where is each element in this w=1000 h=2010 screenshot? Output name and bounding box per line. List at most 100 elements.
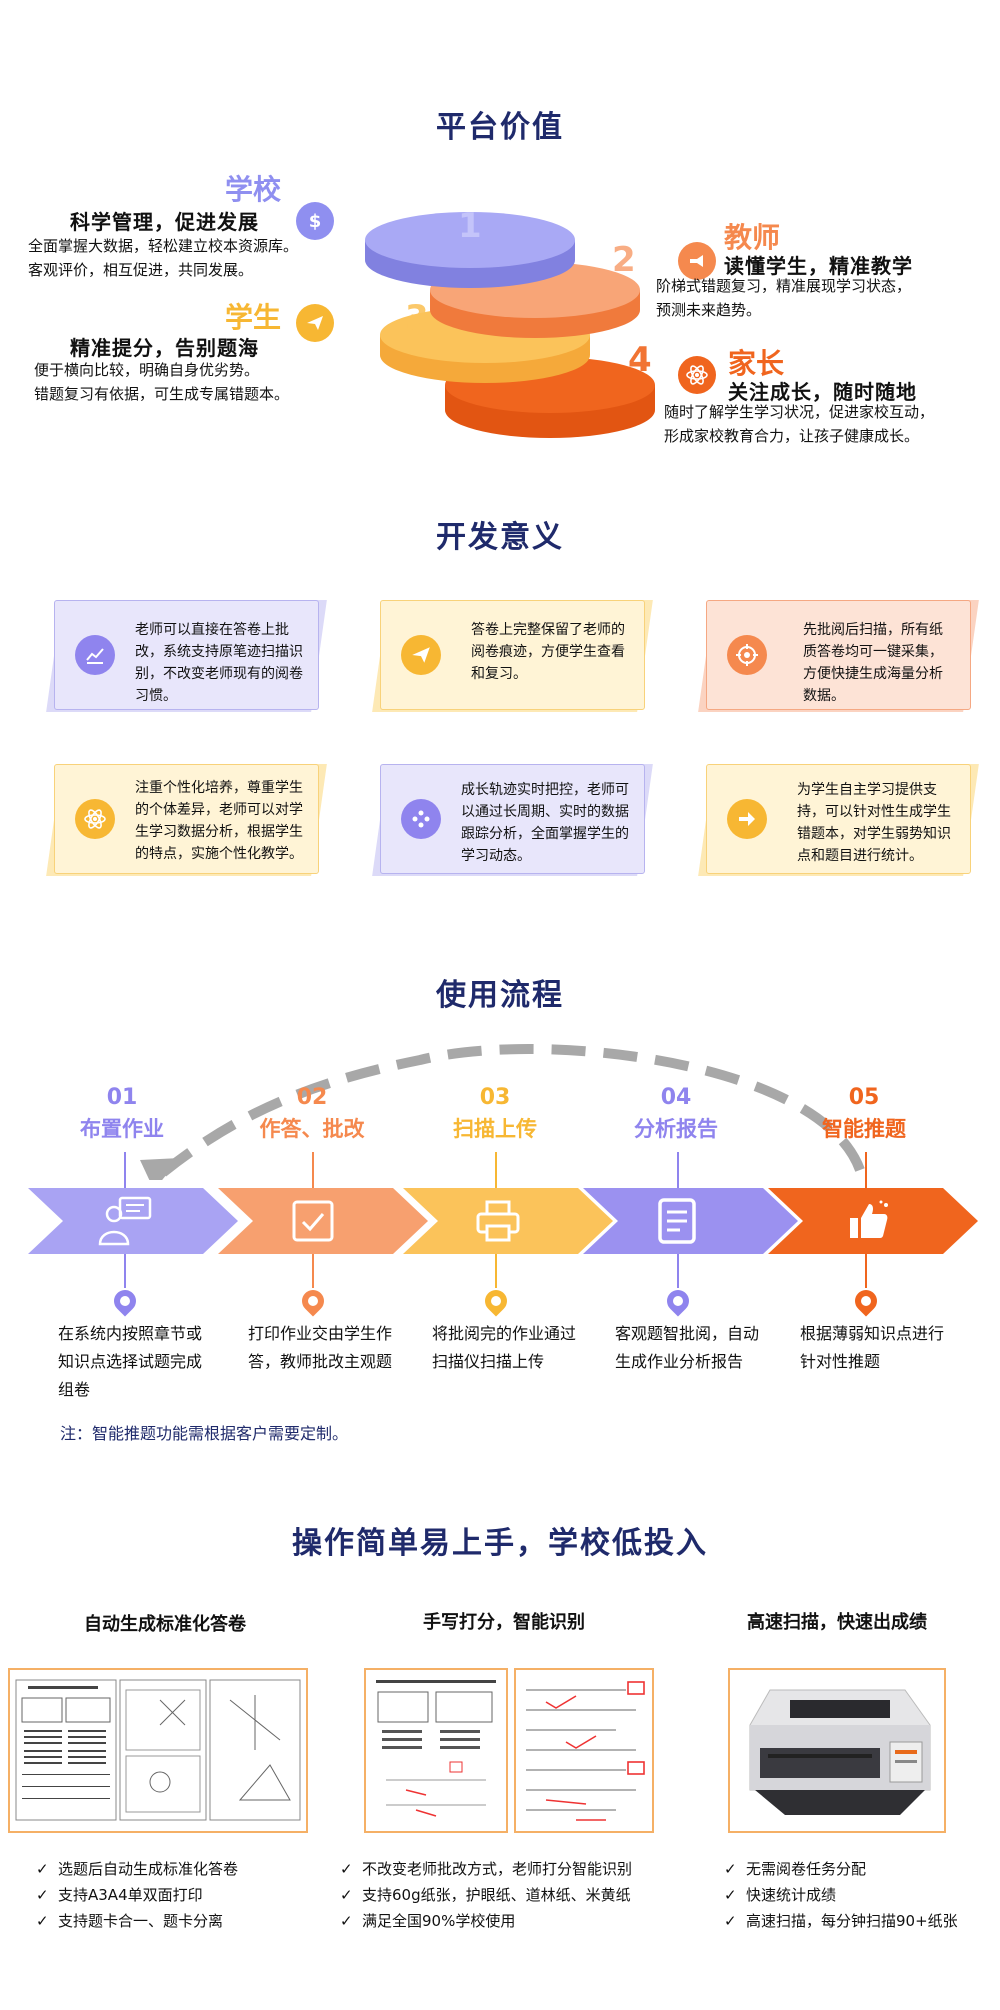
- student-title: 学生: [225, 301, 282, 334]
- step-number: 01: [106, 1085, 138, 1110]
- card-icon-holder: [65, 625, 125, 685]
- card-icon-holder: [391, 789, 451, 849]
- feature-item: ✓ 选题后自动生成标准化答卷: [36, 1856, 238, 1882]
- scored-sheet-preview: [364, 1668, 508, 1833]
- teacher-subtitle: 读懂学生，精准教学: [724, 254, 913, 278]
- feature-list: ✓ 选题后自动生成标准化答卷 ✓ 支持A3A4单双面打印 ✓支持题卡合一、题卡分离: [36, 1856, 238, 1934]
- thumbs-up-icon: [846, 1198, 892, 1244]
- connector-line: [312, 1254, 314, 1288]
- connector-line: [495, 1152, 497, 1190]
- disk-number: 3: [405, 298, 429, 338]
- chart-icon: [75, 635, 115, 675]
- connector-line: [865, 1254, 867, 1288]
- school-desc-line: 客观评价，相互促进，共同发展。: [28, 261, 254, 279]
- meaning-card-text: 为学生自主学习提供支持，可以针对性生成学生错题本，对学生弱势知识点和题目进行统计…: [797, 782, 951, 864]
- location-pin-icon: [662, 1285, 694, 1317]
- meaning-card: 答卷上完整保留了老师的阅卷痕迹，方便学生查看和复习。: [380, 600, 645, 710]
- school-title: 学校: [225, 173, 282, 206]
- meaning-card-text: 先批阅后扫描，所有纸质答卷均可一键采集，方便快捷生成海量分析数据。: [803, 622, 943, 704]
- feature-text: 选题后自动生成标准化答卷: [58, 1860, 239, 1878]
- value-stack-graphic: [365, 212, 655, 438]
- step-number: 04: [660, 1085, 692, 1110]
- step-name: 布置作业: [80, 1117, 164, 1141]
- teacher-presenting-icon: [96, 1194, 152, 1248]
- feature-text: 高速扫描，每分钟扫描90+纸张: [746, 1912, 958, 1930]
- meaning-card-text: 成长轨迹实时把控，老师可以通过长周期、实时的数据跟踪分析，全面掌握学生的学习动态…: [461, 782, 629, 864]
- card-icon-holder: [65, 789, 125, 849]
- parent-desc-line: 形成家校教育合力，让孩子健康成长。: [664, 427, 920, 445]
- parent-desc-line: 随时了解学生学习状况，促进家校互动，: [664, 403, 935, 421]
- column-title: 手写打分，智能识别: [423, 1612, 585, 1633]
- scanner-image: [728, 1668, 946, 1833]
- checkbox-icon: [290, 1198, 336, 1244]
- connector-line: [495, 1254, 497, 1288]
- answer-sheet-preview: [8, 1668, 308, 1833]
- teacher-desc-line: 阶梯式错题复习，精准展现学习状态，: [656, 277, 912, 295]
- school-desc-line: 全面掌握大数据，轻松建立校本资源库。: [28, 237, 299, 255]
- location-pin-icon: [480, 1285, 512, 1317]
- step-description: 在系统内按照章节或知识点选择试题完成组卷: [58, 1324, 203, 1399]
- printer-icon: [474, 1198, 522, 1244]
- check-icon: ✓: [36, 1860, 49, 1878]
- feature-item: ✓支持60g纸张，护眼纸、道林纸、米黄纸: [340, 1882, 632, 1908]
- parent-desc: 随时了解学生学习状况，促进家校互动， 形成家校教育合力，让孩子健康成长。: [664, 400, 934, 448]
- step-description: 客观题智批阅，自动生成作业分析报告: [615, 1324, 760, 1371]
- teacher-desc-line: 预测未来趋势。: [656, 301, 762, 319]
- paper-plane-icon: [401, 635, 441, 675]
- feature-item: ✓ 快速统计成绩: [724, 1882, 958, 1908]
- feature-text: 不改变老师批改方式，老师打分智能识别: [362, 1860, 633, 1878]
- meaning-card: 为学生自主学习提供支持，可以针对性生成学生错题本，对学生弱势知识点和题目进行统计…: [706, 764, 971, 874]
- check-icon: ✓: [724, 1912, 737, 1930]
- feature-item: ✓无需阅卷任务分配: [724, 1856, 958, 1882]
- scored-sheet-preview: [514, 1668, 654, 1833]
- feature-list: ✓无需阅卷任务分配 ✓ 快速统计成绩 ✓ 高速扫描，每分钟扫描90+纸张: [724, 1856, 958, 1934]
- feature-item: ✓ 支持A3A4单双面打印: [36, 1882, 238, 1908]
- teacher-title: 教师: [724, 221, 781, 254]
- connector-line: [124, 1152, 126, 1190]
- step-name: 智能推题: [822, 1117, 906, 1141]
- feature-text: 满足全国90%学校使用: [362, 1912, 516, 1930]
- check-icon: ✓: [36, 1886, 49, 1904]
- card-icon-holder: [391, 625, 451, 685]
- location-pin-icon: [109, 1285, 141, 1317]
- location-pin-icon: [297, 1285, 329, 1317]
- location-pin-icon: [850, 1285, 882, 1317]
- feature-text: 支持题卡合一、题卡分离: [58, 1912, 224, 1930]
- arrow-right-icon: [727, 799, 767, 839]
- teacher-desc: 阶梯式错题复习，精准展现学习状态， 预测未来趋势。: [656, 274, 911, 322]
- film-reel-icon: [401, 799, 441, 839]
- atom-icon: [75, 799, 115, 839]
- column-title: 自动生成标准化答卷: [84, 1614, 246, 1635]
- check-icon: ✓: [340, 1886, 353, 1904]
- student-desc: 便于横向比较，明确自身优劣势。 错题复习有依据，可生成专属错题本。: [34, 358, 289, 406]
- feature-item: ✓支持题卡合一、题卡分离: [36, 1908, 238, 1934]
- feature-list: ✓ 不改变老师批改方式，老师打分智能识别 ✓支持60g纸张，护眼纸、道林纸、米黄纸…: [340, 1856, 632, 1934]
- feature-text: 支持A3A4单双面打印: [58, 1886, 203, 1904]
- meaning-card-text: 答卷上完整保留了老师的阅卷痕迹，方便学生查看和复习。: [471, 622, 625, 682]
- disk-number: 4: [628, 340, 652, 380]
- student-desc-line: 错题复习有依据，可生成专属错题本。: [34, 385, 290, 403]
- section-title-flow: 使用流程: [436, 978, 564, 1013]
- flow-note: 注：智能推题功能需根据客户需要定制。: [60, 1424, 349, 1443]
- meaning-card: 先批阅后扫描，所有纸质答卷均可一键采集，方便快捷生成海量分析数据。: [706, 600, 971, 710]
- megaphone-icon: [678, 242, 716, 280]
- step-name: 分析报告: [634, 1117, 718, 1141]
- section-title-value: 平台价值: [436, 110, 564, 145]
- loop-arrow: [140, 1044, 865, 1180]
- parent-subtitle: 关注成长，随时随地: [728, 380, 917, 404]
- check-icon: ✓: [724, 1860, 737, 1878]
- step-number: 02: [296, 1085, 328, 1110]
- dollar-icon: $: [296, 202, 334, 240]
- feature-text: 快速统计成绩: [746, 1886, 837, 1904]
- step-name: 扫描上传: [453, 1117, 537, 1141]
- student-subtitle: 精准提分，告别题海: [70, 336, 259, 360]
- meaning-card: 注重个性化培养，尊重学生的个体差异，老师可以对学生学习数据分析，根据学生的特点，…: [54, 764, 319, 874]
- parent-title: 家长: [728, 347, 785, 380]
- feature-item: ✓ 高速扫描，每分钟扫描90+纸张: [724, 1908, 958, 1934]
- column-title: 高速扫描，快速出成绩: [747, 1612, 927, 1633]
- card-icon-holder: [717, 789, 777, 849]
- meaning-card: 成长轨迹实时把控，老师可以通过长周期、实时的数据跟踪分析，全面掌握学生的学习动态…: [380, 764, 645, 874]
- check-icon: ✓: [340, 1860, 353, 1878]
- disk-number: 2: [612, 240, 636, 280]
- check-icon: ✓: [724, 1886, 737, 1904]
